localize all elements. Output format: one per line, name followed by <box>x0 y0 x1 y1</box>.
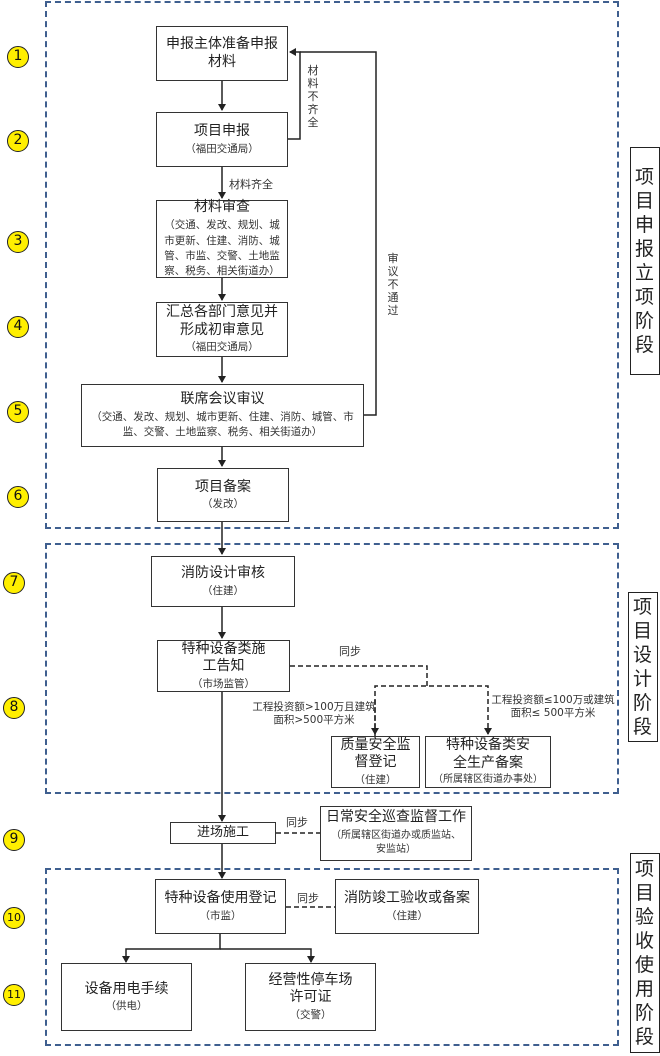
edge-label-materials-incomplete: 材料不齐全 <box>307 64 319 129</box>
edge-label-review-failed: 审议不通过 <box>387 252 399 317</box>
node-project-application: 项目申报 （福田交通局） <box>156 112 288 167</box>
phase-label-text: 项目设计阶段 <box>633 596 653 738</box>
node-equipment-power: 设备用电手续 （供电） <box>61 963 192 1031</box>
node-title: 特种设备类施工告知 <box>181 640 266 675</box>
split-line <box>122 934 221 963</box>
node-special-equipment-registration: 特种设备使用登记 （市监） <box>155 879 286 934</box>
node-fire-acceptance: 消防竣工验收或备案 （住建） <box>335 879 479 934</box>
node-special-equipment-safety-filing: 特种设备类安全生产备案 （所属辖区街道办事处） <box>425 736 551 788</box>
node-quality-safety-registration: 质量安全监督登记 （住建） <box>331 736 420 788</box>
node-daily-safety-patrol: 日常安全巡查监督工作 （所属辖区街道办或质监站、安监站） <box>320 806 472 861</box>
node-title: 特种设备类安全生产备案 <box>446 737 530 771</box>
node-summary-opinion: 汇总各部门意见并形成初审意见 （福田交通局） <box>156 302 288 357</box>
step-number-1: 1 <box>7 46 29 68</box>
node-department: （所属辖区街道办事处） <box>433 774 543 786</box>
phase-label-design: 项目设计阶段 <box>628 592 658 742</box>
node-enter-construction: 进场施工 <box>170 822 276 844</box>
phase-region-acceptance <box>45 868 619 1046</box>
node-title: 设备用电手续 <box>84 980 169 997</box>
step-number-2: 2 <box>7 130 29 152</box>
node-title: 质量安全监督登记 <box>340 736 411 771</box>
phase-region-application <box>45 1 619 529</box>
step-number-8: 8 <box>3 697 25 719</box>
node-title: 申报主体准备申报材料 <box>166 36 278 70</box>
node-department: （住建） <box>202 584 244 597</box>
node-project-filing: 项目备案 （发改） <box>157 468 289 522</box>
node-fire-design-review: 消防设计审核 （住建） <box>151 556 295 607</box>
edge-label-sync-construction: 同步 <box>286 816 308 829</box>
node-department: （发改） <box>202 498 244 511</box>
node-title: 消防设计审核 <box>181 565 265 582</box>
node-joint-meeting: 联席会议审议 （交通、发改、规划、城市更新、住建、消防、城管、市监、交警、土地监… <box>81 384 364 447</box>
node-title: 消防竣工验收或备案 <box>344 890 470 907</box>
edge-label-sync-registration: 同步 <box>297 892 319 905</box>
node-title: 进场施工 <box>196 824 249 840</box>
node-title: 经营性停车场许可证 <box>268 971 353 1006</box>
node-department: （市场监管） <box>192 677 255 690</box>
step-number-3: 3 <box>7 231 29 253</box>
phase-label-application: 项目申报立项阶段 <box>630 147 660 375</box>
phase-region-design <box>45 543 619 794</box>
step-number-7: 7 <box>3 572 25 594</box>
node-department: （交通、发改、规划、城市更新、住建、消防、城管、市监、交警、土地监察、税务、相关… <box>91 411 354 439</box>
step-number-10: 10 <box>3 907 25 929</box>
step-number-5: 5 <box>7 401 29 423</box>
node-department: （交警） <box>289 1008 332 1021</box>
node-department: （交通、发改、规划、城市更新、住建、消防、城管、市监、交警、土地监察、税务、相关… <box>164 219 280 277</box>
step-number-4: 4 <box>7 316 29 338</box>
split-line-right <box>220 948 315 963</box>
step-number-11: 11 <box>3 984 25 1006</box>
edge-label-small-project: 工程投资额≤100万或建筑面积≤ 500平方米 <box>491 694 615 719</box>
node-prepare-materials: 申报主体准备申报材料 <box>156 26 288 81</box>
edge-label-materials-complete: 材料齐全 <box>229 178 273 191</box>
loop-materials-incomplete <box>288 48 301 140</box>
phase-label-acceptance: 项目验收使用阶段 <box>630 853 660 1053</box>
phase-label-text: 项目申报立项阶段 <box>635 166 655 356</box>
branch-line-quality <box>374 685 492 736</box>
node-title: 联席会议审议 <box>180 390 265 407</box>
step-number-9: 9 <box>3 829 25 851</box>
node-title: 项目备案 <box>195 478 251 495</box>
node-parking-permit: 经营性停车场许可证 （交警） <box>245 963 376 1031</box>
node-title: 项目申报 <box>194 123 250 140</box>
step-number-6: 6 <box>7 486 29 508</box>
phase-label-text: 项目验收使用阶段 <box>635 858 655 1048</box>
sync-line-notice-branch <box>290 665 428 686</box>
node-title: 日常安全巡查监督工作 <box>326 809 466 826</box>
loop-review-failed <box>300 51 377 416</box>
node-department: （福田交通局） <box>185 341 259 354</box>
edge-label-large-project: 工程投资额>100万且建筑面积>500平方米 <box>252 701 376 726</box>
node-title: 汇总各部门意见并形成初审意见 <box>166 304 278 338</box>
node-department: （市监） <box>199 909 242 922</box>
node-material-review: 材料审查 （交通、发改、规划、城市更新、住建、消防、城管、市监、交警、土地监察、… <box>156 198 288 278</box>
node-title: 材料审查 <box>194 198 250 215</box>
node-department: （住建） <box>386 909 428 922</box>
edge-label-sync-notice: 同步 <box>339 645 361 658</box>
node-title: 特种设备使用登记 <box>164 890 277 907</box>
node-special-equipment-notice: 特种设备类施工告知 （市场监管） <box>157 640 290 692</box>
node-department: （住建） <box>354 773 397 786</box>
node-department: （供电） <box>105 1000 148 1013</box>
node-department: （福田交通局） <box>185 142 259 155</box>
node-department: （所属辖区街道办或质监站、安监站） <box>331 829 461 856</box>
